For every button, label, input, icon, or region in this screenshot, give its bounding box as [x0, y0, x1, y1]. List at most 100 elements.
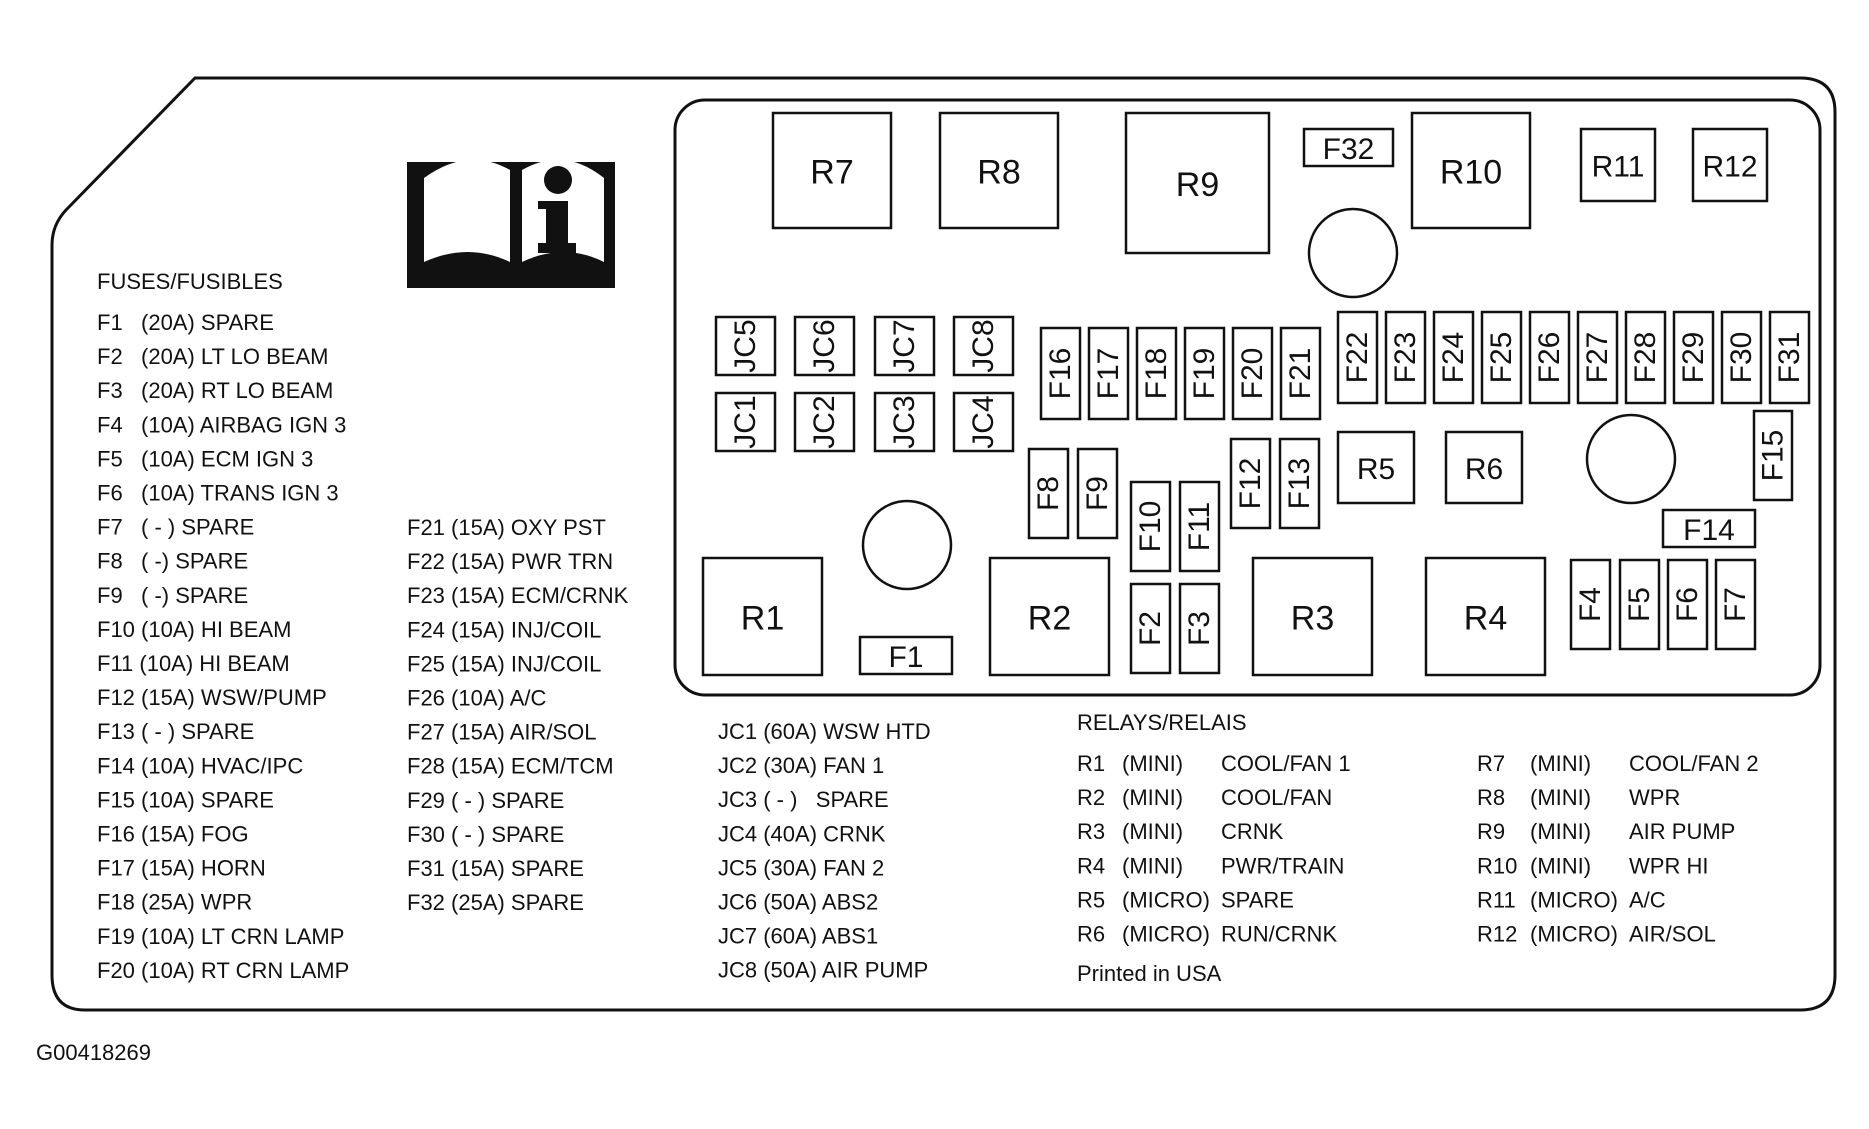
component-box — [988, 556, 1111, 677]
component-jc2: JC2 — [793, 391, 856, 453]
component-f19: F19 — [1183, 326, 1226, 421]
legend-line: F2 (20A) LT LO BEAM — [97, 344, 328, 369]
legend-line: F5 (10A) ECM IGN 3 — [97, 446, 313, 471]
component-label: F4 — [1574, 587, 1607, 622]
component-box — [1768, 310, 1811, 405]
fuses-heading: FUSES/FUSIBLES — [97, 269, 283, 294]
component-box — [1178, 582, 1221, 675]
component-box — [714, 391, 777, 453]
component-label: F30 — [1725, 332, 1758, 384]
component-box — [1618, 558, 1661, 651]
relay-function: WPR HI — [1629, 853, 1708, 878]
component-jc6: JC6 — [793, 315, 856, 377]
legend-line: F14 (10A) HVAC/IPC — [97, 753, 303, 778]
component-jc1: JC1 — [714, 391, 777, 453]
component-r6: R6 — [1444, 430, 1524, 505]
component-label: F5 — [1623, 587, 1656, 622]
component-box — [873, 391, 936, 453]
component-box — [952, 315, 1015, 377]
component-label: R7 — [810, 154, 853, 192]
component-box — [873, 315, 936, 377]
component-label: F3 — [1183, 611, 1216, 646]
component-box — [771, 111, 893, 230]
component-label: R8 — [977, 154, 1020, 192]
legend-line: F12 (15A) WSW/PUMP — [97, 685, 327, 710]
legend-line: JC2 (30A) FAN 1 — [718, 753, 884, 778]
relay-id: R7 — [1477, 751, 1505, 776]
relay-type: (MINI) — [1122, 751, 1183, 776]
component-f7: F7 — [1714, 558, 1757, 651]
relay-id: R8 — [1477, 785, 1505, 810]
component-f22: F22 — [1336, 310, 1379, 405]
component-f16: F16 — [1039, 326, 1082, 421]
component-label: R11 — [1592, 151, 1645, 184]
component-label: F21 — [1284, 348, 1317, 400]
component-box — [1480, 310, 1523, 405]
relay-legend-row: R12(MICRO)AIR/SOL — [1477, 922, 1716, 947]
component-box — [1444, 430, 1524, 505]
legend-line: JC5 (30A) FAN 2 — [718, 855, 884, 880]
relay-id: R6 — [1077, 922, 1105, 947]
component-label: JC4 — [967, 395, 1000, 448]
component-box — [1624, 310, 1667, 405]
relay-id: R10 — [1477, 853, 1517, 878]
component-f2: F2 — [1129, 582, 1172, 675]
component-f23: F23 — [1384, 310, 1427, 405]
component-label: F19 — [1188, 348, 1221, 400]
component-label: F1 — [888, 641, 923, 674]
legend-line: F29 ( - ) SPARE — [407, 788, 564, 813]
legend-line: F28 (15A) ECM/TCM — [407, 754, 614, 779]
legend-line: JC1 (60A) WSW HTD — [718, 719, 931, 744]
component-box — [1178, 480, 1221, 573]
component-box — [1027, 447, 1070, 540]
component-label: F31 — [1773, 332, 1806, 384]
component-box — [1124, 111, 1271, 255]
relay-type: (MINI) — [1530, 853, 1591, 878]
component-label: F20 — [1236, 348, 1269, 400]
component-box — [1576, 310, 1619, 405]
relay-legend-row: R10 (MINI) WPR HI — [1477, 853, 1708, 878]
relay-legend-row: R5(MICRO)SPARE — [1077, 887, 1294, 912]
component-label: F26 — [1533, 332, 1566, 384]
component-r9: R9 — [1124, 111, 1271, 255]
component-r4: R4 — [1424, 556, 1547, 677]
relay-id: R12 — [1477, 922, 1517, 947]
component-box — [1278, 437, 1321, 530]
legend-line: F27 (15A) AIR/SOL — [407, 720, 597, 745]
component-label: F24 — [1437, 332, 1470, 384]
component-box — [952, 391, 1015, 453]
component-label: R6 — [1465, 453, 1503, 486]
component-label: R4 — [1464, 600, 1507, 638]
legend-line: F26 (10A) A/C — [407, 686, 547, 711]
component-f27: F27 — [1576, 310, 1619, 405]
legend-line: F25 (15A) INJ/COIL — [407, 651, 601, 676]
component-label: F16 — [1044, 348, 1077, 400]
component-box — [1251, 556, 1374, 677]
component-f11: F11 — [1178, 480, 1221, 573]
component-label: R10 — [1440, 154, 1502, 192]
legend-line: F30 ( - ) SPARE — [407, 822, 564, 847]
component-r12: R12 — [1691, 127, 1769, 203]
relay-id: R5 — [1077, 887, 1105, 912]
relay-function: AIR PUMP — [1629, 819, 1735, 844]
component-label: F13 — [1283, 458, 1316, 510]
component-box — [1336, 430, 1416, 505]
component-box — [858, 635, 954, 676]
component-label: F9 — [1081, 476, 1114, 511]
legend-line: F7 ( - ) SPARE — [97, 515, 254, 540]
component-label: F7 — [1719, 587, 1752, 622]
component-f28: F28 — [1624, 310, 1667, 405]
component-label: JC7 — [888, 319, 921, 372]
legend-line: JC6 (50A) ABS2 — [718, 890, 878, 915]
component-label: F29 — [1677, 332, 1710, 384]
component-label: F27 — [1581, 332, 1614, 384]
relay-type: (MICRO) — [1530, 887, 1618, 912]
component-f29: F29 — [1672, 310, 1715, 405]
legend-line: F31 (15A) SPARE — [407, 856, 584, 881]
component-label: F10 — [1134, 501, 1167, 553]
component-box — [793, 315, 856, 377]
relay-type: (MICRO) — [1530, 922, 1618, 947]
